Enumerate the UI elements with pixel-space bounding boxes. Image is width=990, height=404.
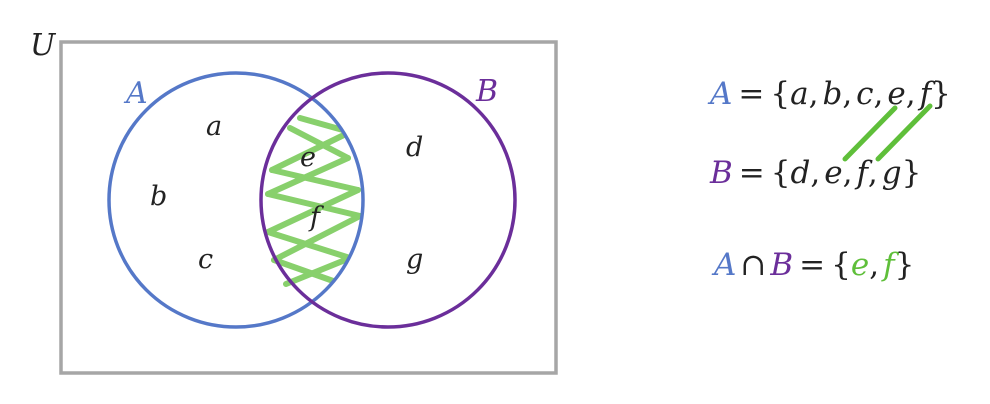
match-stroke-e — [842, 105, 898, 162]
hatch-line-3 — [265, 187, 361, 235]
element-a: a — [206, 111, 222, 142]
hatch-line-1 — [269, 129, 353, 173]
hatch-line-6 — [287, 125, 351, 161]
element-c: c — [198, 244, 213, 275]
element-g: g — [406, 244, 423, 275]
equation-set-b: B={d,e,f,g} — [709, 155, 921, 191]
element-d: d — [406, 132, 423, 163]
element-e: e — [300, 142, 316, 173]
hatch-line-2 — [269, 167, 361, 193]
set-b-label: B — [475, 74, 498, 109]
eq-a-name: A — [707, 76, 732, 112]
eq-int-left: A — [711, 247, 736, 283]
universe-rectangle — [59, 40, 558, 375]
universe-label: U — [30, 28, 57, 63]
set-a-circle — [107, 71, 365, 329]
hatch-line-9 — [271, 213, 363, 263]
match-stroke-f — [875, 103, 933, 162]
hatch-line-5 — [283, 255, 353, 287]
equation-intersection: A∩B={e,f} — [711, 247, 914, 283]
hatch-line-10 — [271, 257, 339, 285]
equation-set-a: A={a,b,c,e,f} — [707, 76, 951, 112]
set-a-label: A — [123, 76, 148, 111]
hatch-line-7 — [265, 155, 351, 197]
eq-b-name: B — [709, 155, 733, 191]
set-b-circle — [259, 71, 517, 329]
element-b: b — [150, 181, 167, 212]
hatch-line-8 — [265, 191, 363, 219]
